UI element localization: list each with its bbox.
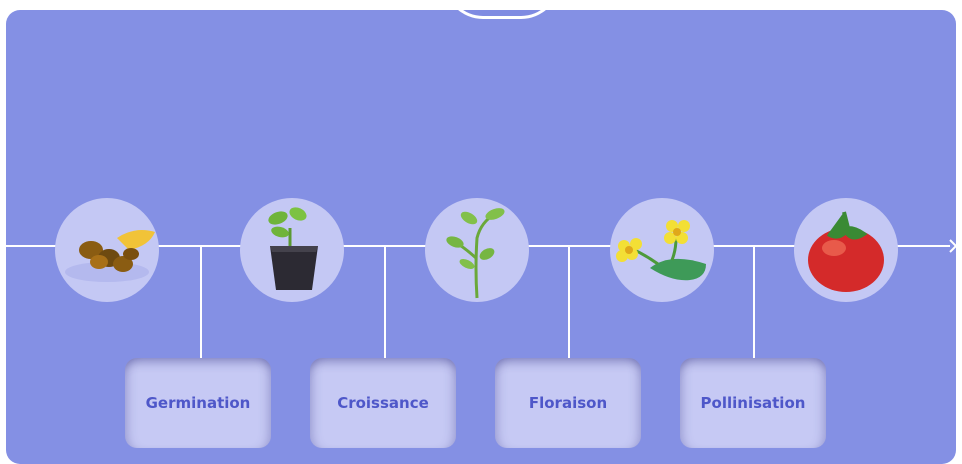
stage-label-croissance[interactable]: Croissance <box>310 358 456 448</box>
stage-label-germination[interactable]: Germination <box>125 358 271 448</box>
stage-circle-1 <box>55 198 159 302</box>
timeline-arrow-head <box>949 239 958 253</box>
stage-circle-4 <box>610 198 714 302</box>
stage-circle-2 <box>240 198 344 302</box>
stage-circle-3 <box>425 198 529 302</box>
stage-label-pollinisation[interactable]: Pollinisation <box>680 358 826 448</box>
young-plant-icon <box>446 208 505 299</box>
seeds-icon <box>65 230 155 282</box>
stage-label-floraison[interactable]: Floraison <box>495 358 641 448</box>
flowering-plant-icon <box>616 220 706 281</box>
tomato-icon <box>808 211 884 292</box>
potted-seedling-icon <box>268 207 318 290</box>
stage-circle-5 <box>794 198 898 302</box>
